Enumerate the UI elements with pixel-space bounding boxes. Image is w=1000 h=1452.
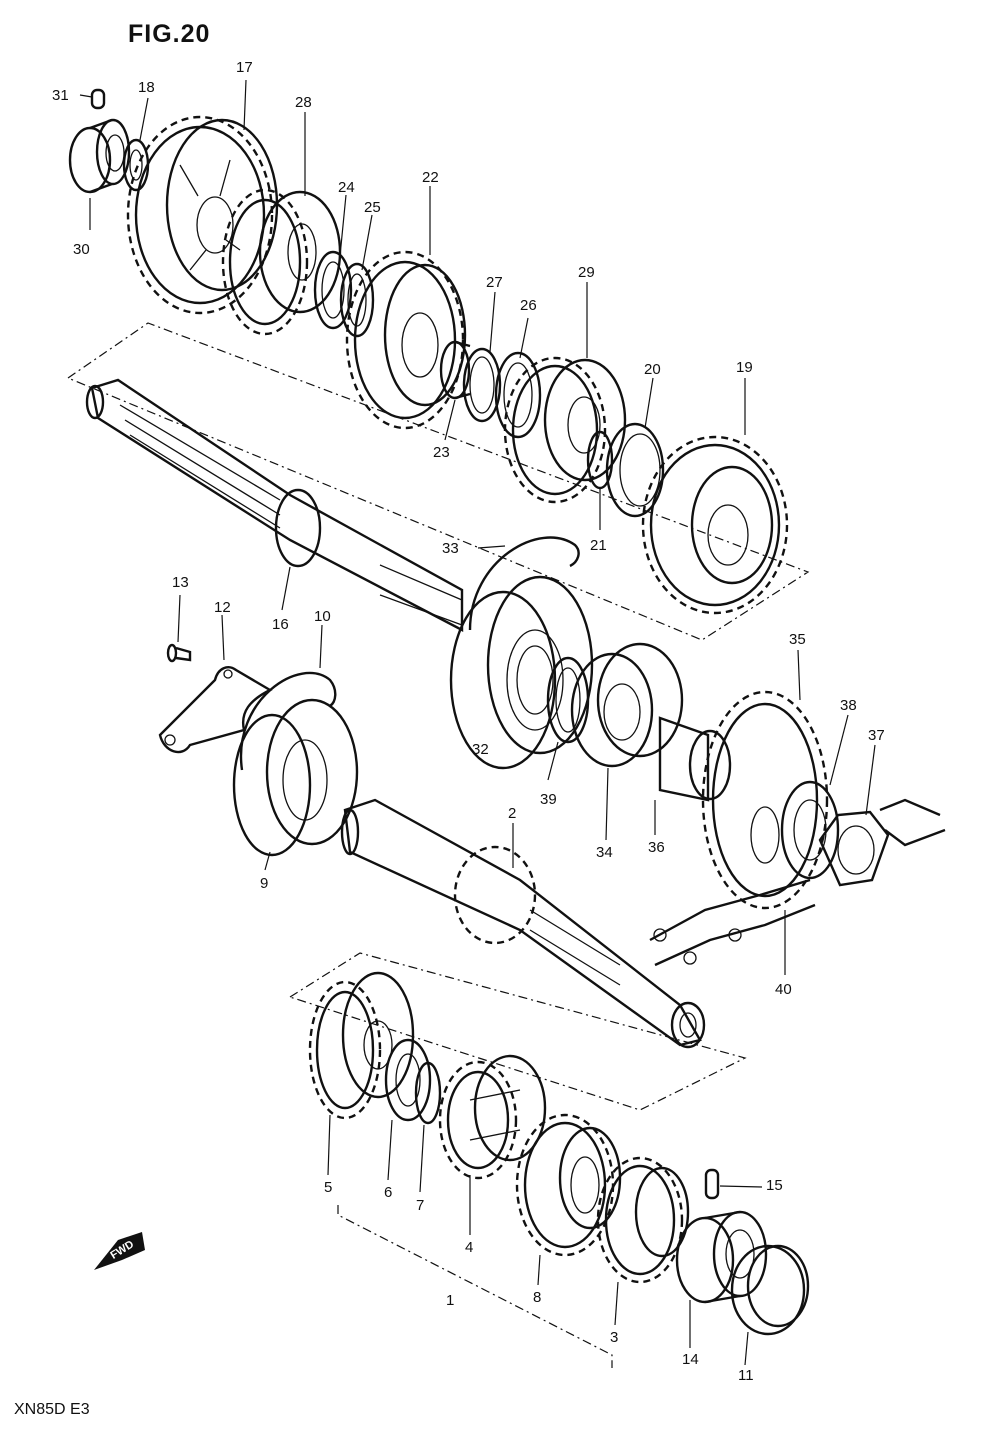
- o-ring-39: [546, 656, 590, 744]
- pin-31: [90, 88, 106, 110]
- callout-6: 6: [384, 1184, 393, 1201]
- callout-32: 32: [472, 741, 489, 758]
- callout-2: 2: [508, 805, 517, 822]
- gear-4: [438, 1054, 547, 1180]
- circlip-27: [462, 347, 502, 423]
- model-code: XN85D E3: [14, 1401, 90, 1418]
- callout-30: 30: [73, 241, 90, 258]
- callout-3: 3: [610, 1329, 619, 1346]
- callout-13: 13: [172, 574, 189, 591]
- callout-8: 8: [533, 1289, 542, 1306]
- callout-24: 24: [338, 179, 355, 196]
- callout-7: 7: [416, 1197, 425, 1214]
- drive-chain-40: [649, 798, 946, 967]
- gear-5: [308, 971, 415, 1120]
- circlip-10: [239, 671, 337, 771]
- countershaft-group-outline: [67, 322, 810, 641]
- callout-15: 15: [766, 1177, 783, 1194]
- callout-40: 40: [775, 981, 792, 998]
- bearing-32: [449, 575, 594, 770]
- callout-25: 25: [364, 199, 381, 216]
- bushing-30: [68, 118, 131, 194]
- gear-29: [503, 356, 627, 504]
- leader-lines: [79, 79, 876, 1366]
- callout-35: 35: [789, 631, 806, 648]
- callout-4: 4: [465, 1239, 474, 1256]
- callout-11: 11: [738, 1367, 754, 1384]
- callout-5: 5: [324, 1179, 333, 1196]
- countershaft-16: [85, 378, 464, 632]
- callout-12: 12: [214, 599, 231, 616]
- circlip-33: [468, 536, 580, 631]
- callout-1: 1: [446, 1292, 455, 1309]
- callout-36: 36: [648, 839, 665, 856]
- driveshaft-2: [340, 798, 706, 1049]
- driveshaft-group-outline: [289, 952, 747, 1111]
- callout-38: 38: [840, 697, 857, 714]
- callout-18: 18: [138, 79, 155, 96]
- callout-16: 16: [272, 616, 289, 633]
- gear-28: [221, 188, 342, 336]
- washer-20: [605, 422, 665, 518]
- callout-23: 23: [433, 444, 450, 461]
- washer-26: [494, 351, 542, 439]
- fwd-arrow-icon: [94, 1232, 145, 1270]
- bushing-14: [675, 1210, 768, 1304]
- callout-9: 9: [260, 875, 269, 892]
- callout-19: 19: [736, 359, 753, 376]
- callout-28: 28: [295, 94, 312, 111]
- callout-26: 26: [520, 297, 537, 314]
- spacer-36: [658, 716, 732, 802]
- circlip-7: [414, 1061, 442, 1125]
- cap-11: [730, 1244, 810, 1336]
- callout-33: 33: [442, 540, 459, 557]
- callout-27: 27: [486, 274, 503, 291]
- callout-22: 22: [422, 169, 439, 186]
- nut-37: [818, 810, 890, 887]
- gear-3: [596, 1156, 690, 1284]
- callout-39: 39: [540, 791, 557, 808]
- gear-8: [515, 1113, 622, 1257]
- gear-set-bracket-1: [337, 1205, 613, 1368]
- callout-29: 29: [578, 264, 595, 281]
- bolt-13: [166, 643, 192, 663]
- ring-25: [339, 262, 375, 338]
- washer-6: [384, 1038, 432, 1122]
- pin-15: [704, 1168, 720, 1200]
- ring-24: [313, 250, 353, 330]
- gear-19: [641, 435, 789, 615]
- bearing-9: [232, 698, 359, 857]
- callout-37: 37: [868, 727, 885, 744]
- figure-title: FIG.20: [128, 20, 211, 48]
- oil-seal-34: [570, 642, 684, 768]
- gear-17: [126, 115, 279, 315]
- bearing-retainer-plate-12: [158, 666, 273, 754]
- sprocket-35: [701, 690, 829, 910]
- callout-21: 21: [590, 537, 607, 554]
- callout-14: 14: [682, 1351, 699, 1368]
- callout-31: 31: [52, 87, 69, 104]
- gear-22: [345, 250, 467, 430]
- callout-34: 34: [596, 844, 613, 861]
- callout-20: 20: [644, 361, 661, 378]
- collar-23: [439, 340, 471, 400]
- callout-10: 10: [314, 608, 331, 625]
- callout-17: 17: [236, 59, 253, 76]
